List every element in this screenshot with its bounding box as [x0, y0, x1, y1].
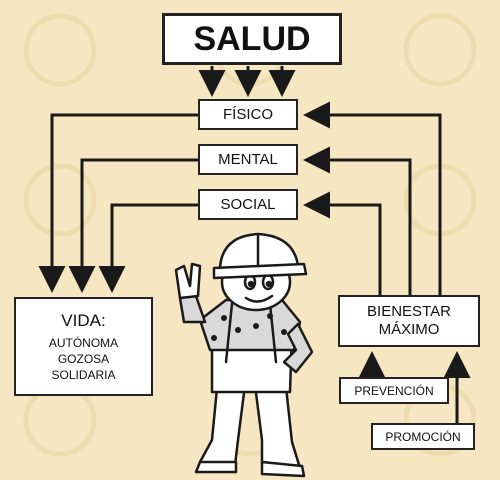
- prevencion-box: PREVENCIÓN: [339, 377, 449, 404]
- mental-to-vida-arrow: [68, 158, 198, 293]
- bienestar-line1: BIENESTAR: [367, 303, 451, 320]
- vida-heading: VIDA:: [61, 310, 106, 330]
- fisico-to-vida-arrow: [38, 113, 198, 293]
- bienestar-to-fisico-arrow: [303, 101, 442, 295]
- fisico-label: FÍSICO: [222, 106, 273, 123]
- vida-box: VIDA: AUTÓNOMA GOZOSA SOLIDARIA: [14, 297, 153, 396]
- social-label: SOCIAL: [220, 196, 276, 213]
- salud-title: SALUD: [193, 19, 311, 58]
- bienestar-box: BIENESTAR MÁXIMO: [338, 295, 480, 347]
- promocion-box: PROMOCIÓN: [371, 423, 475, 450]
- vida-quality-autonoma: AUTÓNOMA: [48, 335, 119, 350]
- prevencion-label: PREVENCIÓN: [354, 383, 434, 398]
- bienestar-line2: MÁXIMO: [378, 321, 440, 338]
- social-box: SOCIAL: [198, 189, 298, 220]
- vida-quality-gozosa: GOZOSA: [57, 351, 110, 366]
- bienestar-to-social-arrow: [303, 191, 382, 295]
- fisico-box: FÍSICO: [198, 99, 298, 130]
- vida-quality-solidaria: SOLIDARIA: [51, 367, 116, 382]
- promocion-label: PROMOCIÓN: [385, 429, 461, 444]
- mental-label: MENTAL: [218, 151, 278, 168]
- mental-box: MENTAL: [198, 144, 298, 175]
- bienestar-to-mental-arrow: [303, 146, 412, 295]
- social-to-vida-arrow: [98, 203, 198, 293]
- salud-title-box: SALUD: [162, 13, 342, 65]
